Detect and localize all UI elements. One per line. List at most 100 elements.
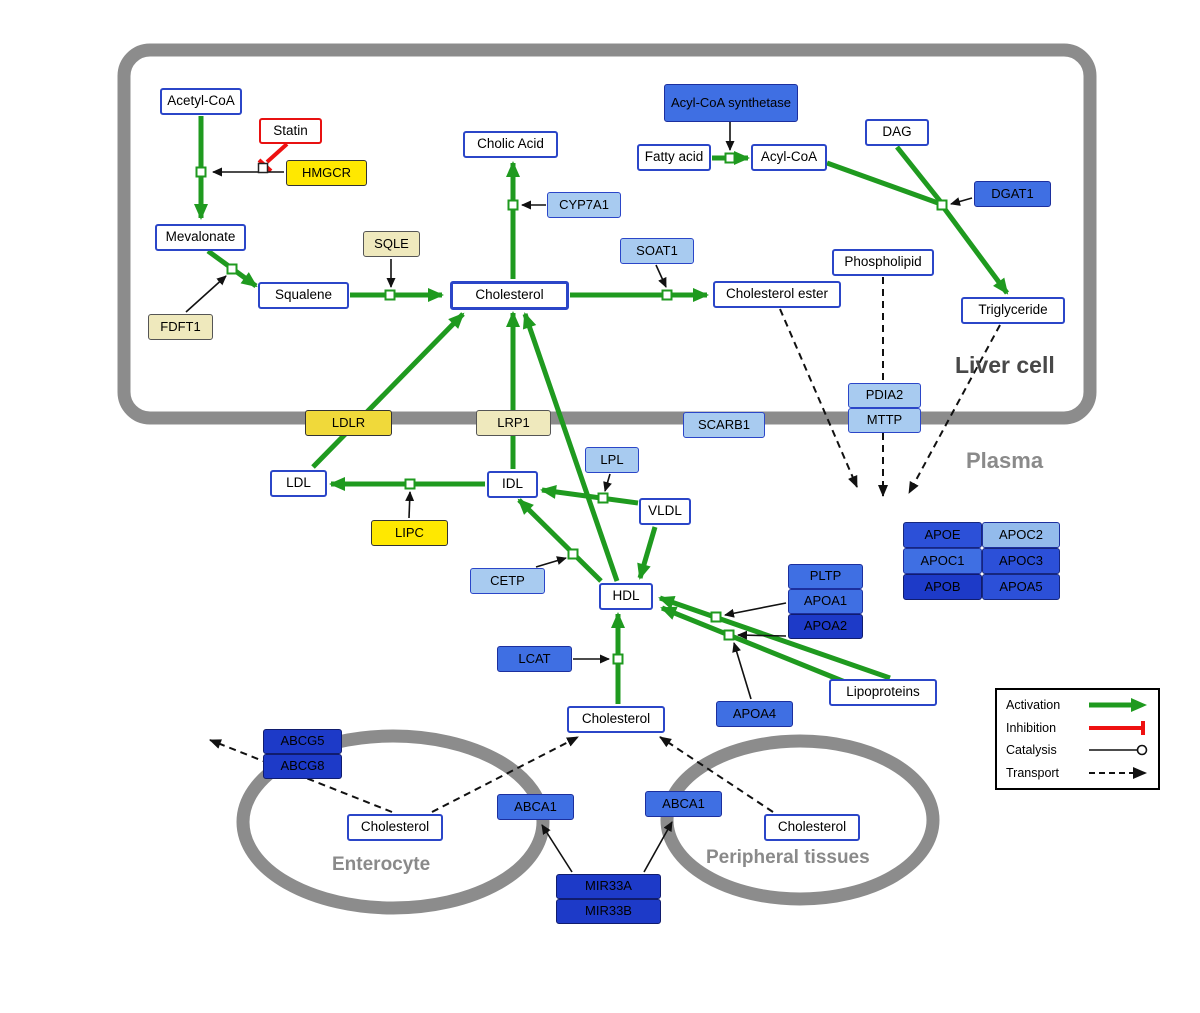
catalysis-circle-icon xyxy=(1089,745,1148,756)
node-acyl-coa-synthetase[interactable]: Acyl-CoA synthetase xyxy=(664,84,798,122)
edge-cholesterolester-transport xyxy=(779,308,858,488)
edge-lipc-catalysis xyxy=(405,491,415,519)
legend: Activation Inhibition Catalysis Transpor… xyxy=(995,688,1160,790)
node-lipc[interactable]: LIPC xyxy=(371,520,448,546)
edge-vldl-hdl xyxy=(637,526,658,580)
node-lpl[interactable]: LPL xyxy=(585,447,639,473)
edge-lipoproteins-hdl-lower xyxy=(660,605,846,685)
reaction-node xyxy=(710,611,722,623)
node-pltp[interactable]: PLTP xyxy=(788,564,863,589)
node-mir33a[interactable]: MIR33A xyxy=(556,874,661,899)
node-cholesterol-enterocyte[interactable]: Cholesterol xyxy=(347,814,443,841)
compartment-membranes xyxy=(117,43,1097,915)
reaction-node xyxy=(195,166,207,178)
edge-acylcoa-dgat1hub xyxy=(826,160,939,206)
edge-apoa2-catalysis xyxy=(737,630,787,640)
catalysis-edges xyxy=(185,122,973,873)
node-acetyl-coa[interactable]: Acetyl-CoA xyxy=(160,88,242,115)
legend-transport-label: Transport xyxy=(1006,765,1060,780)
node-pdia2[interactable]: PDIA2 xyxy=(848,383,921,408)
activation-edges xyxy=(194,116,1010,704)
node-dgat1[interactable]: DGAT1 xyxy=(974,181,1051,207)
node-mttp[interactable]: MTTP xyxy=(848,408,921,433)
node-lipoproteins[interactable]: Lipoproteins xyxy=(829,679,937,706)
node-fdft1[interactable]: FDFT1 xyxy=(148,314,213,340)
node-dag[interactable]: DAG xyxy=(865,119,929,146)
node-apoa5[interactable]: APOA5 xyxy=(982,574,1060,600)
node-apoa4[interactable]: APOA4 xyxy=(716,701,793,727)
node-cholic-acid[interactable]: Cholic Acid xyxy=(463,131,558,158)
legend-row-activation: Activation xyxy=(1006,697,1149,713)
node-apoc1[interactable]: APOC1 xyxy=(903,548,982,574)
node-cyp7a1[interactable]: CYP7A1 xyxy=(547,192,621,218)
peripheral-tissues-membrane xyxy=(660,734,940,906)
transport-dashed-arrow-icon xyxy=(1089,766,1147,779)
edge-apoa4-catalysis xyxy=(732,642,752,700)
node-apoc3[interactable]: APOC3 xyxy=(982,548,1060,574)
edge-soat1-catalysis xyxy=(655,264,667,288)
node-idl[interactable]: IDL xyxy=(487,471,538,498)
edge-statin-hmgcr-inhibition xyxy=(265,142,289,164)
reaction-nodes xyxy=(195,152,948,665)
node-vldl[interactable]: VLDL xyxy=(639,498,691,525)
edge-apoa1-catalysis xyxy=(724,602,787,618)
node-cholesterol-plasma[interactable]: Cholesterol xyxy=(567,706,665,733)
node-squalene[interactable]: Squalene xyxy=(258,282,349,309)
legend-catalysis-label: Catalysis xyxy=(1006,743,1057,758)
node-hmgcr[interactable]: HMGCR xyxy=(286,160,367,186)
legend-row-inhibition: Inhibition xyxy=(1006,720,1149,736)
node-sqle[interactable]: SQLE xyxy=(363,231,420,257)
edge-cetp-catalysis xyxy=(535,556,567,568)
node-cetp[interactable]: CETP xyxy=(470,568,545,594)
node-apoa2[interactable]: APOA2 xyxy=(788,614,863,639)
legend-activation-label: Activation xyxy=(1006,698,1061,712)
node-abca1-peripheral[interactable]: ABCA1 xyxy=(645,791,722,817)
node-ldl[interactable]: LDL xyxy=(270,470,327,497)
node-mir33b[interactable]: MIR33B xyxy=(556,899,661,924)
edge-mir33-abca1-left xyxy=(541,824,573,873)
enterocyte-label: Enterocyte xyxy=(332,854,431,875)
node-cholesterol-ester[interactable]: Cholesterol ester xyxy=(713,281,841,308)
edge-lipoproteins-hdl-upper xyxy=(658,595,891,681)
reaction-node xyxy=(226,263,238,275)
node-ldlr[interactable]: LDLR xyxy=(305,410,392,436)
edge-ldl-ldlr-cholesterol xyxy=(311,312,465,469)
node-lcat[interactable]: LCAT xyxy=(497,646,572,672)
node-triglyceride[interactable]: Triglyceride xyxy=(961,297,1065,324)
node-phospholipid[interactable]: Phospholipid xyxy=(832,249,934,276)
catalysis-junction-square xyxy=(257,162,269,174)
node-statin[interactable]: Statin xyxy=(259,118,322,144)
node-scarb1[interactable]: SCARB1 xyxy=(683,412,765,438)
node-lrp1[interactable]: LRP1 xyxy=(476,410,551,436)
legend-row-catalysis: Catalysis xyxy=(1006,742,1149,758)
reaction-node xyxy=(597,492,609,504)
edge-hdl-cholesterol xyxy=(522,312,620,582)
node-apoc2[interactable]: APOC2 xyxy=(982,522,1060,548)
node-apoa1[interactable]: APOA1 xyxy=(788,589,863,614)
node-hdl[interactable]: HDL xyxy=(599,583,653,610)
edge-enterocyte-cholesterol-transport xyxy=(431,736,579,813)
node-abcg5[interactable]: ABCG5 xyxy=(263,729,342,754)
node-fatty-acid[interactable]: Fatty acid xyxy=(637,144,711,171)
legend-row-transport: Transport xyxy=(1006,765,1149,781)
plasma-label: Plasma xyxy=(966,448,1044,473)
edge-lpl-catalysis xyxy=(603,473,612,492)
legend-inhibition-label: Inhibition xyxy=(1006,720,1057,735)
node-soat1[interactable]: SOAT1 xyxy=(620,238,694,264)
node-abcg8[interactable]: ABCG8 xyxy=(263,754,342,779)
node-apoe[interactable]: APOE xyxy=(903,522,982,548)
node-mevalonate[interactable]: Mevalonate xyxy=(155,224,246,251)
edge-fdft1-catalysis xyxy=(185,275,227,313)
node-cholesterol-peripheral[interactable]: Cholesterol xyxy=(764,814,860,841)
reaction-node xyxy=(936,199,948,211)
reaction-node xyxy=(724,152,736,164)
node-acyl-coa[interactable]: Acyl-CoA xyxy=(751,144,827,171)
node-abca1-enterocyte[interactable]: ABCA1 xyxy=(497,794,574,820)
node-cholesterol-liver[interactable]: Cholesterol xyxy=(450,281,569,310)
edge-dag-dgat1hub xyxy=(895,145,942,203)
edge-mir33-abca1-right xyxy=(643,821,673,873)
peripheral-tissues-label: Peripheral tissues xyxy=(706,847,870,868)
reaction-node xyxy=(661,289,673,301)
node-apob[interactable]: APOB xyxy=(903,574,982,600)
